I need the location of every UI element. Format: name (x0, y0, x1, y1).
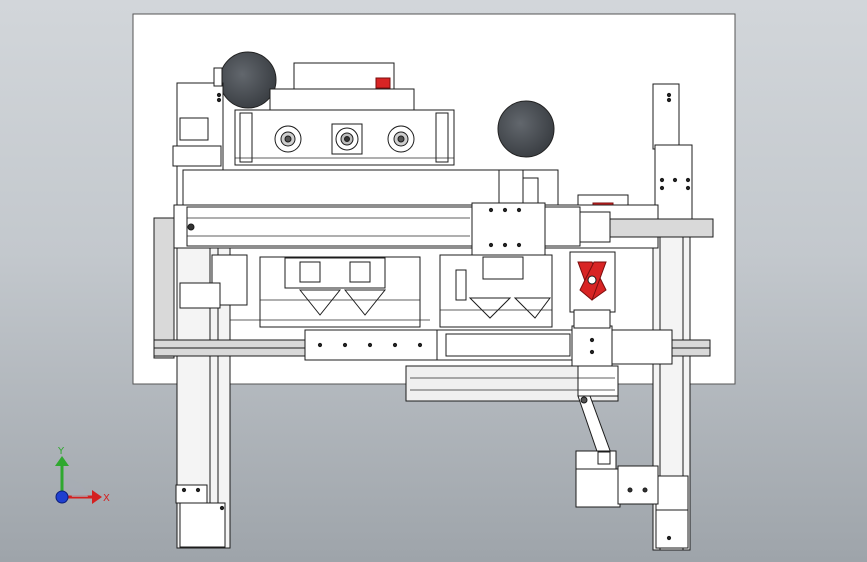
clamp-blocks (298, 261, 551, 319)
upper-linear-slide (172, 145, 659, 256)
through-hole-left (219, 51, 277, 109)
red-linkage (569, 251, 616, 313)
triad-y-label: Y (57, 446, 65, 457)
lower-linear-axis (304, 309, 673, 402)
articulated-arm (575, 395, 659, 508)
through-hole-right (497, 100, 555, 158)
triad-x-label: X (103, 493, 110, 504)
coordinate-triad: Y X (55, 446, 110, 504)
detail-lines (187, 157, 615, 391)
coupling-flanges (274, 123, 415, 155)
right-vertical-axis (652, 83, 693, 551)
triad-z-axis (55, 490, 69, 504)
